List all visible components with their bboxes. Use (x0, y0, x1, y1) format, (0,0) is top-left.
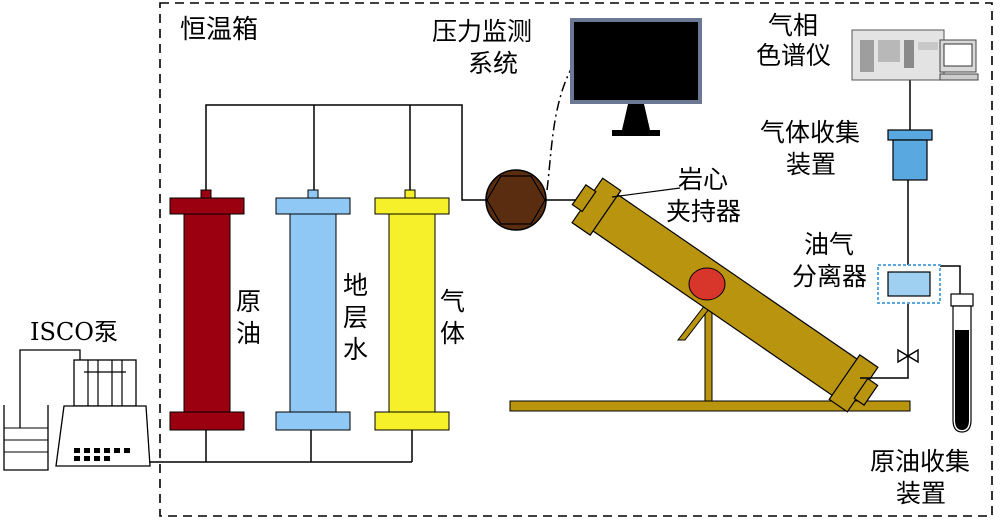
gas-chromatograph-icon (851, 29, 979, 81)
pressure-monitor-label-1: 压力监测 (432, 17, 532, 46)
test-tube-icon (950, 293, 974, 433)
beaker-icon (3, 405, 49, 471)
needle-valve-icon (897, 348, 919, 364)
oven-label: 恒温箱 (180, 15, 258, 45)
pump-suction-pipe (19, 349, 81, 428)
gas-label-2: 体 (440, 319, 465, 348)
oil-collector-label-2: 装置 (896, 479, 946, 508)
monitor-icon (570, 18, 702, 136)
crude-oil-label-1: 原 (236, 287, 261, 316)
gas-cylinder (374, 189, 450, 431)
separator-label-1: 油气 (804, 230, 854, 259)
pressure-monitor-label-2: 系统 (468, 49, 518, 78)
gas-label-1: 气 (440, 287, 465, 316)
crude-oil-cylinder (169, 189, 245, 431)
formation-water-label-3: 水 (343, 335, 368, 364)
oil-gas-separator (877, 264, 941, 304)
core-holder (571, 177, 879, 413)
bottom-manifold (150, 430, 413, 463)
outlet-piping (860, 80, 961, 379)
core-holder-pointer (611, 187, 681, 198)
crude-oil-label-2: 油 (236, 319, 261, 348)
gas-collector-label-2: 装置 (786, 150, 836, 179)
isco-pump-icon (55, 359, 151, 467)
gas-collector-label-1: 气体收集 (760, 118, 860, 147)
formation-water-label-2: 层 (343, 303, 368, 332)
top-manifold (205, 104, 488, 201)
oil-collector-label-1: 原油收集 (870, 447, 970, 476)
core-holder-label-1: 岩心 (678, 165, 728, 194)
core-sample (688, 267, 726, 301)
gas-collector (887, 129, 933, 181)
separator-label-2: 分离器 (792, 262, 867, 291)
gc-label-1: 气相 (768, 11, 818, 40)
thermostat-enclosure (159, 2, 993, 517)
formation-water-cylinder (275, 189, 351, 431)
formation-water-label-1: 地 (343, 271, 368, 300)
core-holder-label-2: 夹持器 (666, 197, 741, 226)
gc-label-2: 色谱仪 (756, 41, 831, 70)
pressure-signal-line (546, 61, 576, 191)
isco-pump-label: ISCO泵 (30, 318, 118, 346)
valve-icon (485, 169, 547, 231)
